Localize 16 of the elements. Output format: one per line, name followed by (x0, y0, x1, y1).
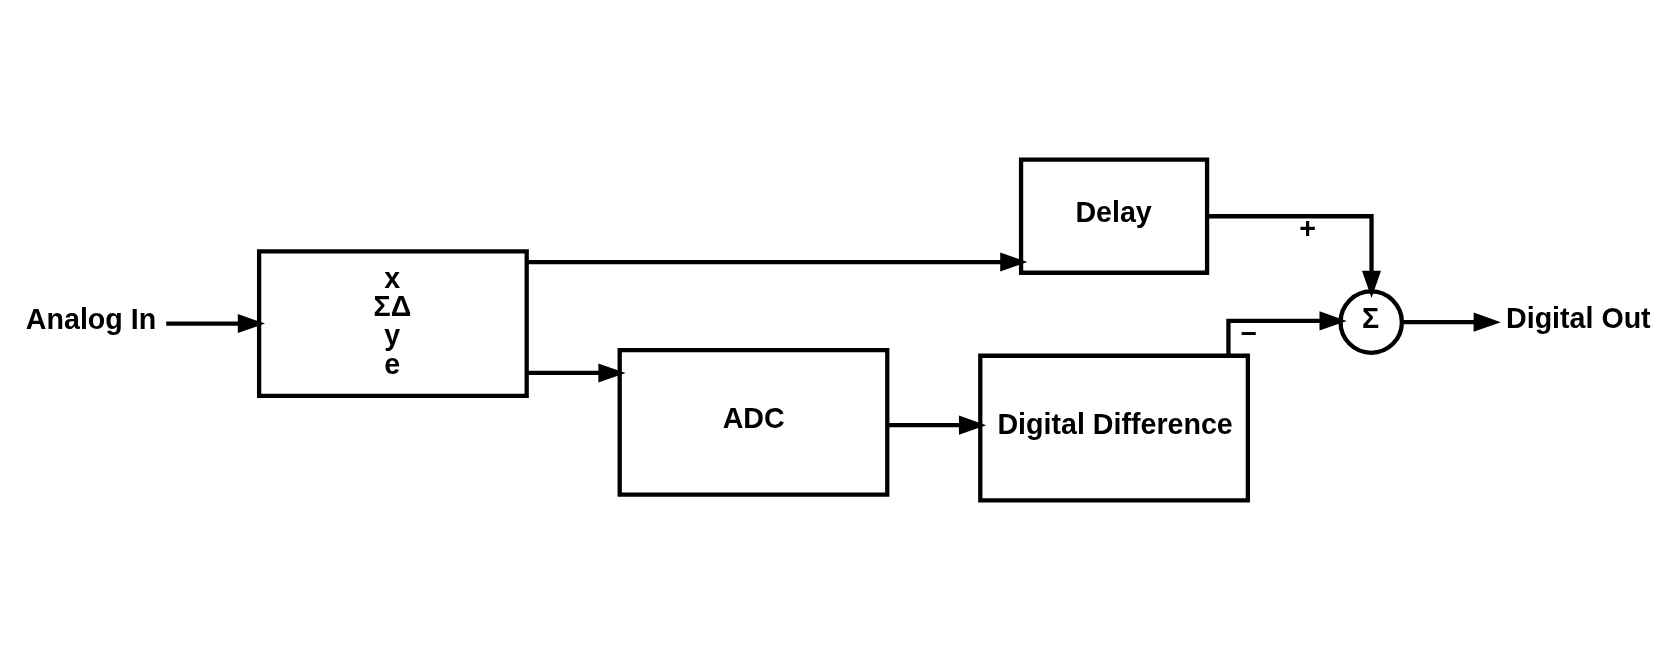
arrow (887, 415, 987, 435)
arrow (1401, 312, 1501, 332)
arrow (1207, 214, 1382, 298)
node-box: x ΣΔ y e (256, 249, 529, 398)
arrow (166, 314, 266, 334)
node-box: ADC (617, 347, 890, 497)
arrow (526, 252, 1028, 272)
node-text: Digital Out (1506, 301, 1651, 334)
arrow (527, 363, 626, 383)
node-text: Analog In (25, 303, 157, 336)
edge-label: – (1240, 316, 1257, 349)
node-circle: Σ (1338, 289, 1405, 355)
edge-label: + (1299, 211, 1316, 244)
arrow (1226, 311, 1347, 356)
node-box: Delay (1018, 157, 1210, 275)
node-box: Digital Difference (978, 353, 1250, 503)
